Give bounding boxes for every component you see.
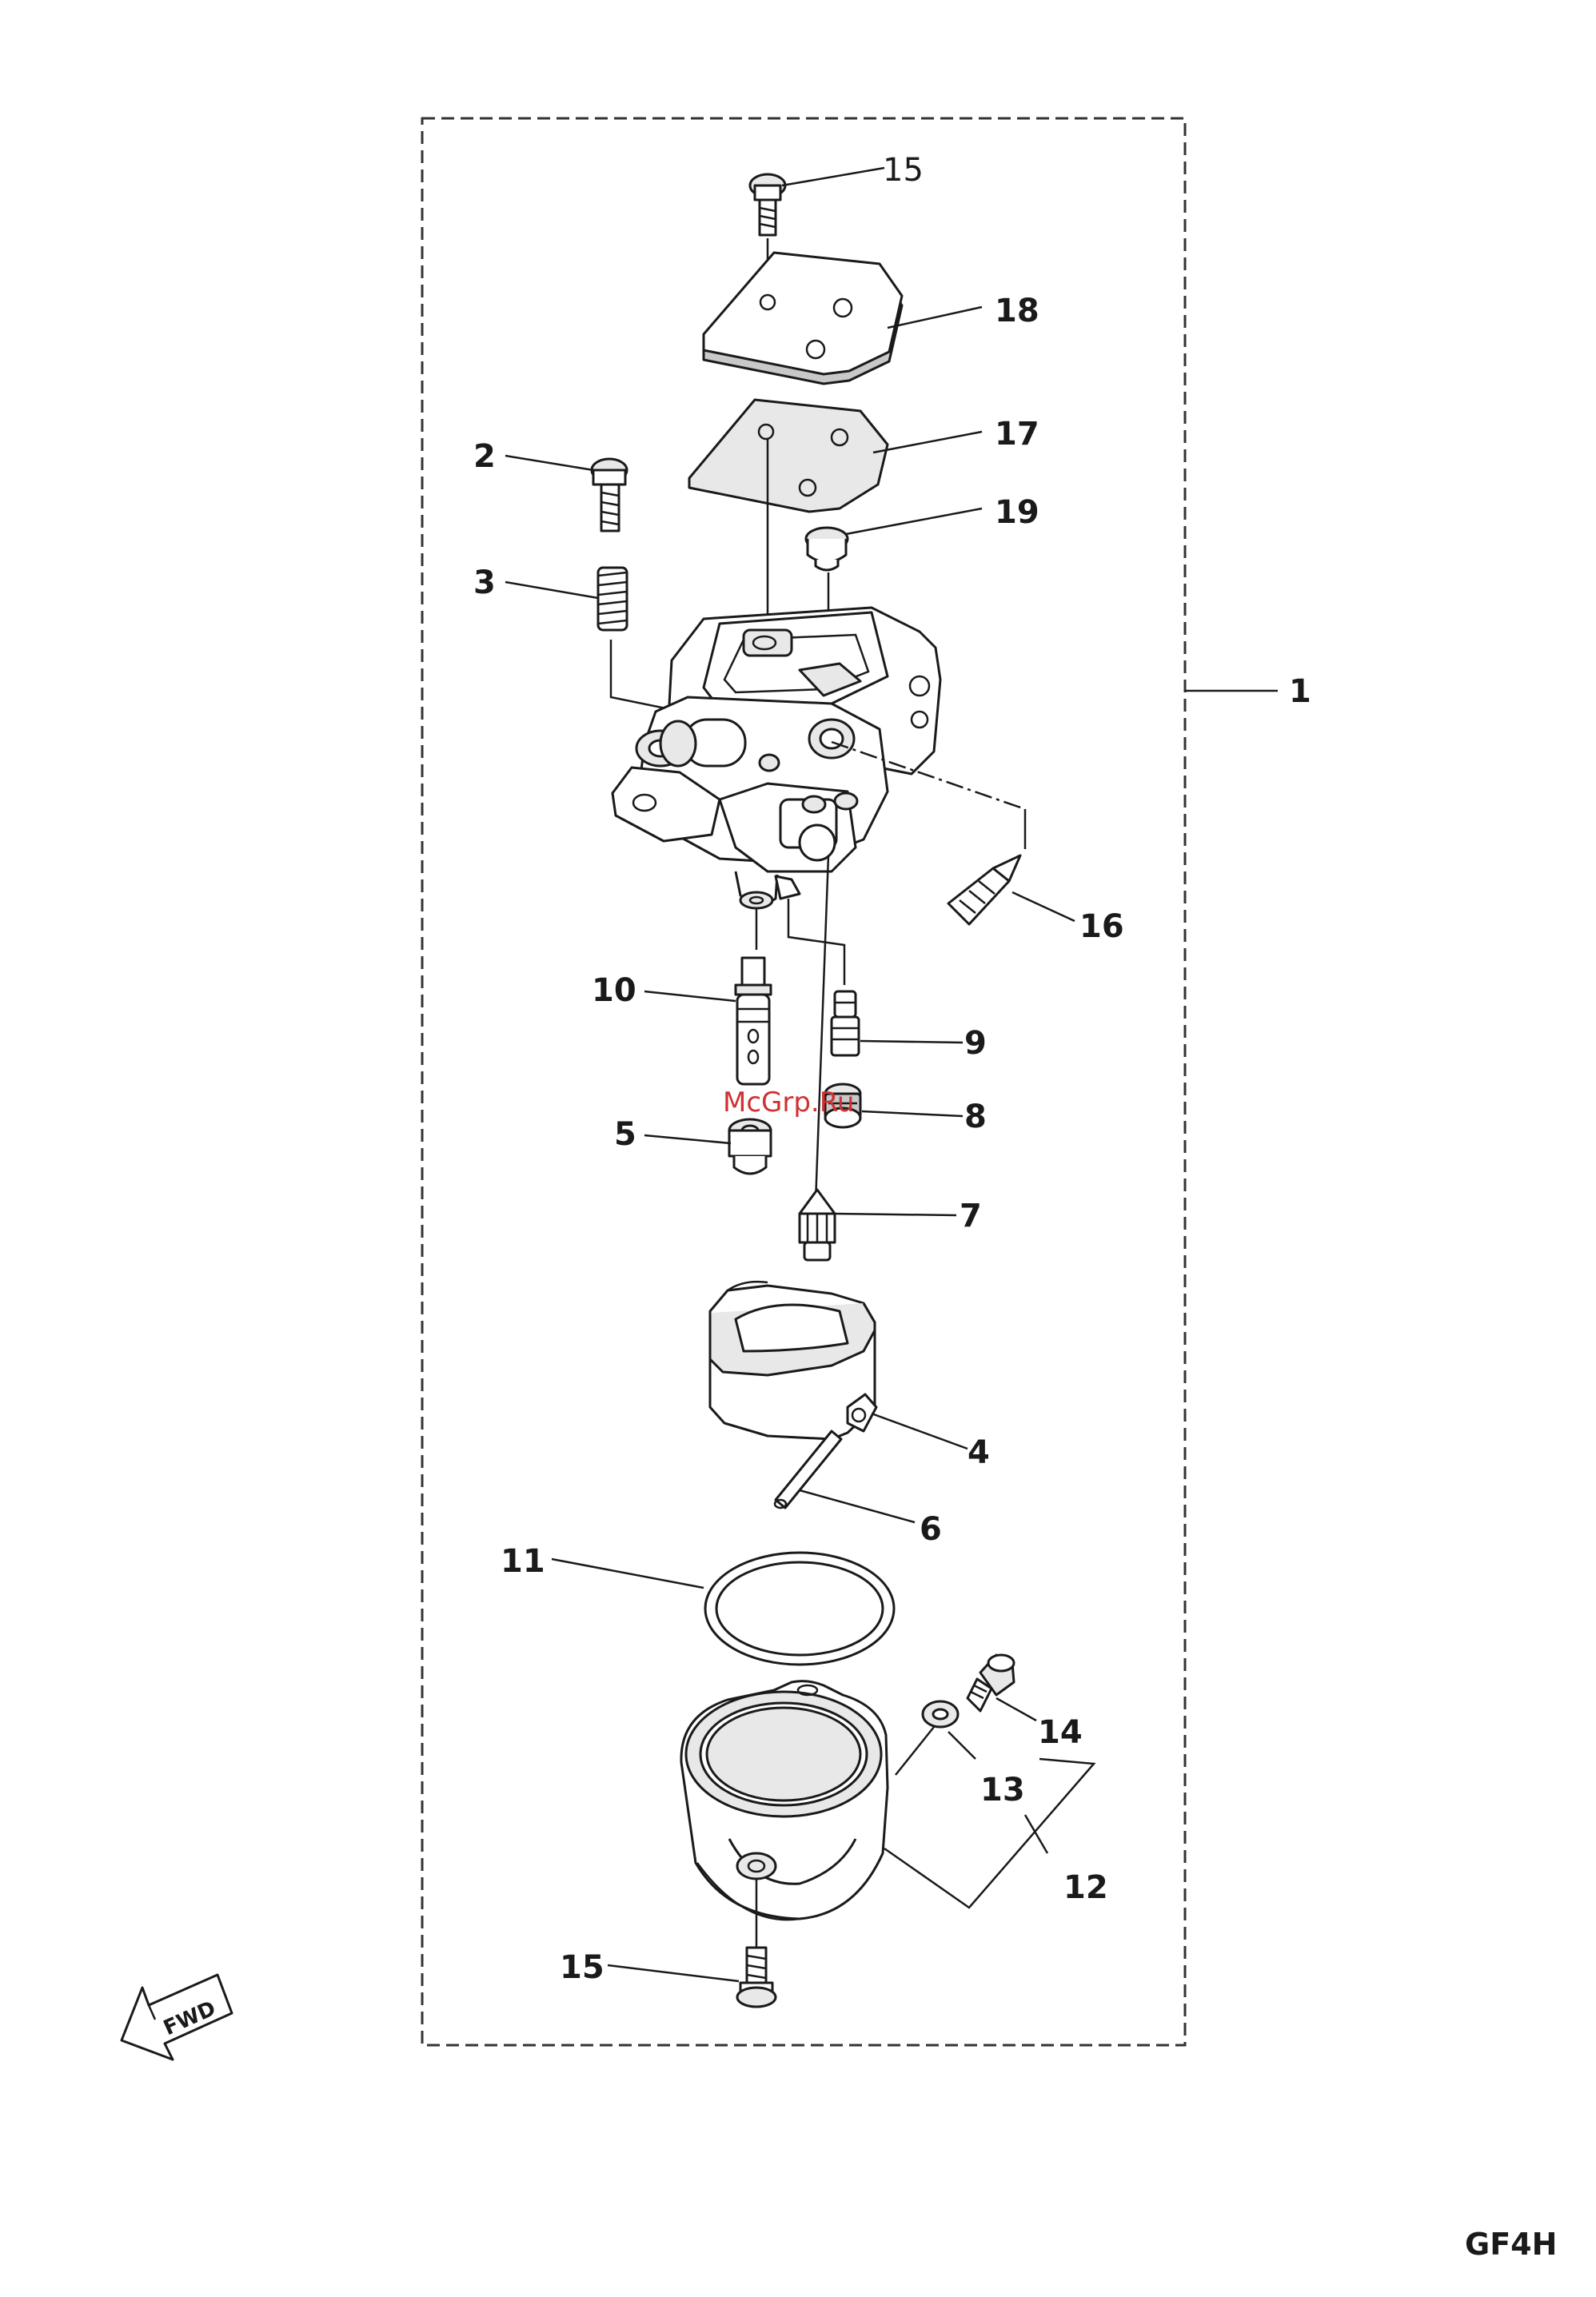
callout-5: 5 (614, 1116, 636, 1153)
callout-3: 3 (473, 564, 496, 601)
screw-15-bottom (737, 1948, 776, 2007)
callout-6: 6 (920, 1511, 942, 1548)
gasket-17 (689, 400, 888, 512)
float-4 (710, 1282, 876, 1439)
watermark-text: McGrp.Ru (723, 1087, 854, 1119)
o-ring-11 (705, 1553, 894, 1665)
callout-18: 18 (995, 293, 1039, 329)
callout-19: 19 (995, 494, 1039, 531)
drain-screw-14 (968, 1655, 1014, 1711)
spring-3 (598, 568, 627, 630)
leader-lines (505, 168, 1278, 1981)
callout-14: 14 (1038, 1714, 1083, 1751)
main-jet-5 (729, 1119, 771, 1174)
pilot-jet-9 (832, 991, 859, 1055)
callout-15-top: 15 (883, 152, 924, 189)
callout-2: 2 (473, 438, 496, 475)
carburetor-body (612, 608, 940, 908)
callout-1: 1 (1289, 673, 1311, 710)
fwd-arrow-icon: FWD (122, 1975, 232, 2060)
washer-13 (923, 1701, 958, 1727)
callout-17: 17 (995, 416, 1039, 453)
callout-7: 7 (960, 1198, 982, 1234)
callout-10: 10 (592, 972, 636, 1009)
plug-19 (806, 528, 848, 570)
callout-9: 9 (964, 1025, 987, 1062)
callout-12: 12 (1063, 1869, 1108, 1906)
cover-plate-18 (704, 253, 902, 384)
callout-16: 16 (1079, 908, 1124, 945)
float-bowl-12 (681, 1681, 888, 1920)
main-nozzle-10 (736, 958, 771, 1084)
screw-2 (592, 459, 627, 531)
callout-11: 11 (501, 1543, 545, 1580)
float-pin-6 (775, 1431, 841, 1508)
pilot-screw-16 (948, 855, 1020, 924)
needle-valve-7 (800, 1190, 835, 1260)
callout-13: 13 (980, 1772, 1025, 1808)
callout-4: 4 (968, 1434, 990, 1471)
screw-15-top (750, 174, 785, 235)
callout-15-bottom: 15 (560, 1949, 604, 1986)
diagram-code: GF4H (1465, 2227, 1557, 2262)
callout-8: 8 (964, 1099, 987, 1135)
